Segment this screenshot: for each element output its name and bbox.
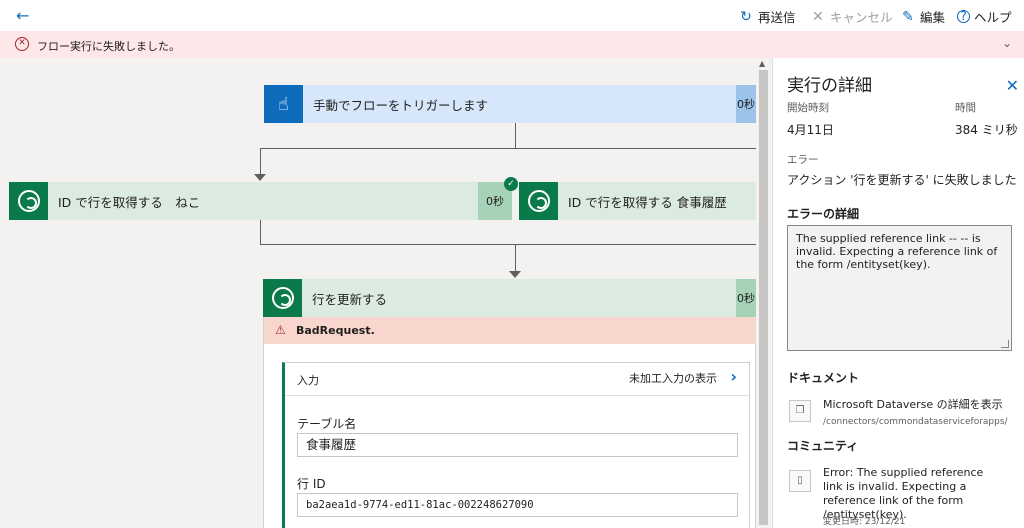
connector-line [260,220,261,244]
get-row-meal-title: ID で行を取得する 食事履歴 [568,194,727,210]
document-icon: ❐ [789,400,811,422]
manual-trigger-icon: ☝ [264,85,303,123]
error-details-heading: エラーの詳細 [787,207,860,221]
edit-label: 編集 [920,10,946,25]
error-banner: ✕ フロー実行に失敗しました。 ⌄ [0,31,1024,58]
get-row-cat-title: ID で行を取得する ねこ [58,194,201,210]
resubmit-label: 再送信 [758,10,796,25]
help-circle-icon: ? [957,10,970,23]
arrow-down-icon [254,174,266,181]
banner-message: フロー実行に失敗しました。 [37,40,180,53]
refresh-icon: ↻ [740,8,752,25]
success-check-icon: ✓ [504,177,518,191]
error-label: エラー [787,154,819,166]
arrow-down-icon [509,271,521,278]
dataverse-icon [519,182,558,220]
run-details-panel: 実行の詳細 ✕ 開始時刻 時間 4月11日 384 ミリ秒 エラー アクション … [772,58,1024,528]
table-name-field: 食事履歴 [297,433,738,457]
doc-link[interactable]: Microsoft Dataverse の詳細を表示 [823,398,1003,411]
panel-title: 実行の詳細 [787,76,872,96]
trigger-duration: 0秒 [736,85,756,123]
dataverse-icon [263,279,302,317]
duration-label: 時間 [955,102,976,114]
chat-bubble-icon: ▯ [789,470,811,492]
divider [285,395,749,396]
error-details-textarea[interactable]: The supplied reference link -- -- is inv… [787,225,1012,351]
community-date: 変更日時: 23/12/21 [823,517,906,527]
error-value: アクション '行を更新する' に失敗しました [787,173,1017,187]
community-link[interactable]: Error: The supplied reference link is in… [823,466,984,521]
start-time-label: 開始時刻 [787,102,829,114]
close-icon: ✕ [812,8,824,25]
doc-url[interactable]: /connectors/commondataserviceforapps/ [823,417,1008,427]
update-row-duration: 0秒 [736,279,756,317]
flow-canvas: ☝ 手動でフローをトリガーします 0秒 ID で行を取得する ねこ 0秒 ✓ I… [0,58,770,528]
chevron-right-icon[interactable]: › [730,367,737,386]
pencil-icon: ✎ [902,8,914,25]
close-icon[interactable]: ✕ [1005,76,1019,95]
warning-icon: ⚠ [275,323,286,337]
edit-button[interactable]: ✎ 編集 [900,7,945,26]
row-id-label: 行 ID [297,477,326,491]
canvas-scrollbar[interactable]: ▲ [757,58,770,528]
table-name-label: テーブル名 [297,417,357,431]
update-row-card[interactable]: 行を更新する 0秒 [263,279,756,317]
inputs-section: 入力 未加工入力の表示 › テーブル名 食事履歴 行 ID ba2aea1d-9… [282,362,750,528]
connector-line [260,148,261,174]
error-strip: ⚠ BadRequest. [264,317,756,344]
dataverse-icon [9,182,48,220]
connector-line [515,123,516,148]
trigger-card[interactable]: ☝ 手動でフローをトリガーします 0秒 [264,85,756,123]
docs-heading: ドキュメント [787,371,860,385]
connector-line [515,244,516,271]
trigger-title: 手動でフローをトリガーします [313,97,489,113]
connector-line [260,148,756,149]
command-bar: ← ↻ 再送信 ✕ キャンセル ✎ 編集 ? ヘルプ [0,0,1024,31]
resubmit-button[interactable]: ↻ 再送信 [738,7,796,26]
help-label: ヘルプ [974,10,1012,25]
error-details-text: The supplied reference link -- -- is inv… [796,232,998,271]
scroll-up-icon[interactable]: ▲ [759,59,766,68]
get-row-cat-card[interactable]: ID で行を取得する ねこ 0秒 [9,182,512,220]
start-time-value: 4月11日 [787,123,834,137]
duration-value: 384 ミリ秒 [955,123,1018,137]
connector-line [260,244,756,245]
error-code: BadRequest. [296,324,375,337]
cancel-label: キャンセル [830,10,893,25]
inputs-heading: 入力 [297,374,319,387]
scrollbar-thumb[interactable] [759,70,768,525]
help-button[interactable]: ? ヘルプ [957,7,1012,26]
error-circle-icon: ✕ [15,37,29,51]
resize-grip-icon[interactable] [1001,340,1009,348]
back-arrow-icon[interactable]: ← [16,6,30,25]
get-row-meal-card[interactable]: ID で行を取得する 食事履歴 [519,182,756,220]
update-row-title: 行を更新する [312,291,388,307]
cancel-button[interactable]: ✕ キャンセル [810,7,893,26]
show-raw-inputs-link[interactable]: 未加工入力の表示 [629,372,717,385]
chevron-down-icon[interactable]: ⌄ [1001,36,1012,50]
community-heading: コミュニティ [787,439,859,453]
row-id-field: ba2aea1d-9774-ed11-81ac-002248627090 [297,493,738,517]
